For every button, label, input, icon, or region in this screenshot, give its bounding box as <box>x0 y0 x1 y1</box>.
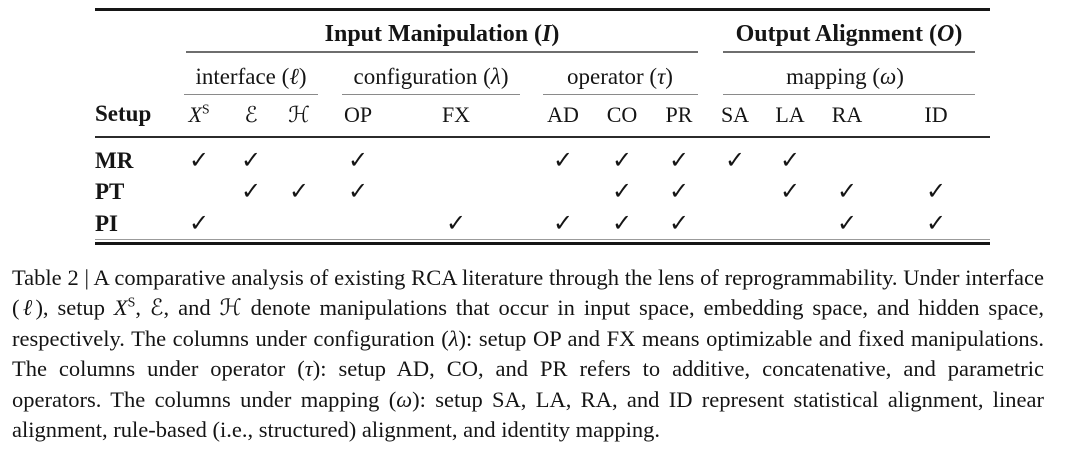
row-label-pt: PT <box>95 179 125 204</box>
group-label: Output Alignment ( <box>735 21 938 47</box>
interface-rule <box>184 93 318 95</box>
superscript-s: S <box>201 101 210 117</box>
superscript-s: S <box>127 295 136 311</box>
check-cell: ✓ <box>925 179 947 205</box>
caption-text: , and <box>163 295 220 321</box>
group-symbol: I <box>542 21 552 47</box>
table-bottom-rule <box>95 242 990 245</box>
column-header-xs: XS <box>188 102 209 128</box>
omega-symbol: ω <box>396 386 413 412</box>
output-alignment-rule <box>723 51 975 53</box>
check-cell: ✓ <box>836 211 858 237</box>
check-cell: ✓ <box>552 148 574 174</box>
caption-text: , <box>135 295 150 321</box>
input-manipulation-rule <box>186 51 698 53</box>
check-cell: ✓ <box>552 211 574 237</box>
lambda-symbol: λ <box>448 325 459 351</box>
subgroup-header-interface: interface (ℓ) <box>195 63 306 90</box>
column-header-h: ℋ <box>288 102 310 127</box>
check-cell: ✓ <box>724 148 746 174</box>
ell-symbol: ℓ <box>19 295 36 321</box>
subgroup-symbol: ℓ <box>289 64 299 89</box>
table-bottom-rule-thin <box>95 239 990 240</box>
column-header-ra: RA <box>831 102 863 127</box>
script-e-symbol: ℰ <box>149 295 164 321</box>
check-cell: ✓ <box>611 211 633 237</box>
tau-symbol: τ <box>304 356 313 382</box>
subgroup-symbol: λ <box>490 64 501 89</box>
column-header-ad: AD <box>547 102 579 127</box>
subgroup-label: mapping ( <box>786 64 880 89</box>
group-label-close: ) <box>954 21 963 47</box>
check-cell: ✓ <box>668 211 690 237</box>
script-x-symbol: X <box>113 295 128 321</box>
caption-text: ): setup AD, CO, and PR refers to additi… <box>12 356 1044 412</box>
caption-text: denote manipulations that occur in input… <box>12 295 1044 351</box>
table-top-rule <box>95 8 990 11</box>
check-cell: ✓ <box>240 148 262 174</box>
check-cell: ✓ <box>445 211 467 237</box>
check-cell: ✓ <box>611 179 633 205</box>
caption-text: ): setup SA, LA, RA, and ID represent st… <box>12 386 1044 443</box>
subgroup-header-operator: operator (τ) <box>567 63 673 90</box>
script-h-symbol: ℋ <box>219 295 242 321</box>
check-cell: ✓ <box>925 211 947 237</box>
column-header-la: LA <box>775 102 805 127</box>
row-label-mr: MR <box>95 148 134 173</box>
check-cell: ✓ <box>188 211 210 237</box>
subgroup-label: operator ( <box>567 64 658 89</box>
column-header-pr: PR <box>665 102 693 127</box>
script-x-symbol: X <box>188 102 202 127</box>
check-cell: ✓ <box>188 148 210 174</box>
column-header-id: ID <box>924 102 948 127</box>
group-label-close: ) <box>551 21 560 47</box>
table-caption: Table 2 | A comparative analysis of exis… <box>12 263 1044 445</box>
check-cell: ✓ <box>779 148 801 174</box>
check-cell: ✓ <box>836 179 858 205</box>
caption-text: Table 2 | A comparative analysis of exis… <box>12 265 1044 321</box>
group-symbol: O <box>937 21 955 47</box>
subgroup-symbol: τ <box>657 64 666 89</box>
configuration-rule <box>342 93 520 95</box>
subgroup-header-configuration: configuration (λ) <box>354 63 509 90</box>
group-header-output-alignment: Output Alignment (O) <box>736 20 963 48</box>
column-header-sa: SA <box>720 102 750 127</box>
subgroup-label: interface ( <box>195 64 290 89</box>
group-header-input-manipulation: Input Manipulation (I) <box>325 20 560 48</box>
column-header-fx: FX <box>441 102 471 127</box>
column-header-op: OP <box>343 102 373 127</box>
table-header-rule <box>95 136 990 138</box>
check-cell: ✓ <box>288 179 310 205</box>
caption-text: ): setup OP and FX means optimizable and… <box>12 325 1044 382</box>
operator-rule <box>543 93 698 95</box>
subgroup-label: configuration ( <box>353 64 491 89</box>
check-cell: ✓ <box>347 148 369 174</box>
row-label-pi: PI <box>95 211 118 236</box>
check-cell: ✓ <box>668 148 690 174</box>
check-cell: ✓ <box>240 179 262 205</box>
check-cell: ✓ <box>668 179 690 205</box>
caption-text: ), setup <box>35 295 114 321</box>
group-label: Input Manipulation ( <box>324 21 543 47</box>
mapping-rule <box>723 93 975 95</box>
subgroup-label-close: ) <box>665 64 673 89</box>
check-cell: ✓ <box>611 148 633 174</box>
column-header-e: ℰ <box>244 102 258 127</box>
column-header-co: CO <box>606 102 638 127</box>
check-cell: ✓ <box>347 179 369 205</box>
subgroup-label-close: ) <box>896 64 904 89</box>
subgroup-symbol: ω <box>879 64 897 89</box>
check-cell: ✓ <box>779 179 801 205</box>
subgroup-header-mapping: mapping (ω) <box>786 63 904 90</box>
subgroup-label-close: ) <box>500 64 509 89</box>
subgroup-label-close: ) <box>298 64 307 89</box>
column-header-setup: Setup <box>95 101 152 126</box>
